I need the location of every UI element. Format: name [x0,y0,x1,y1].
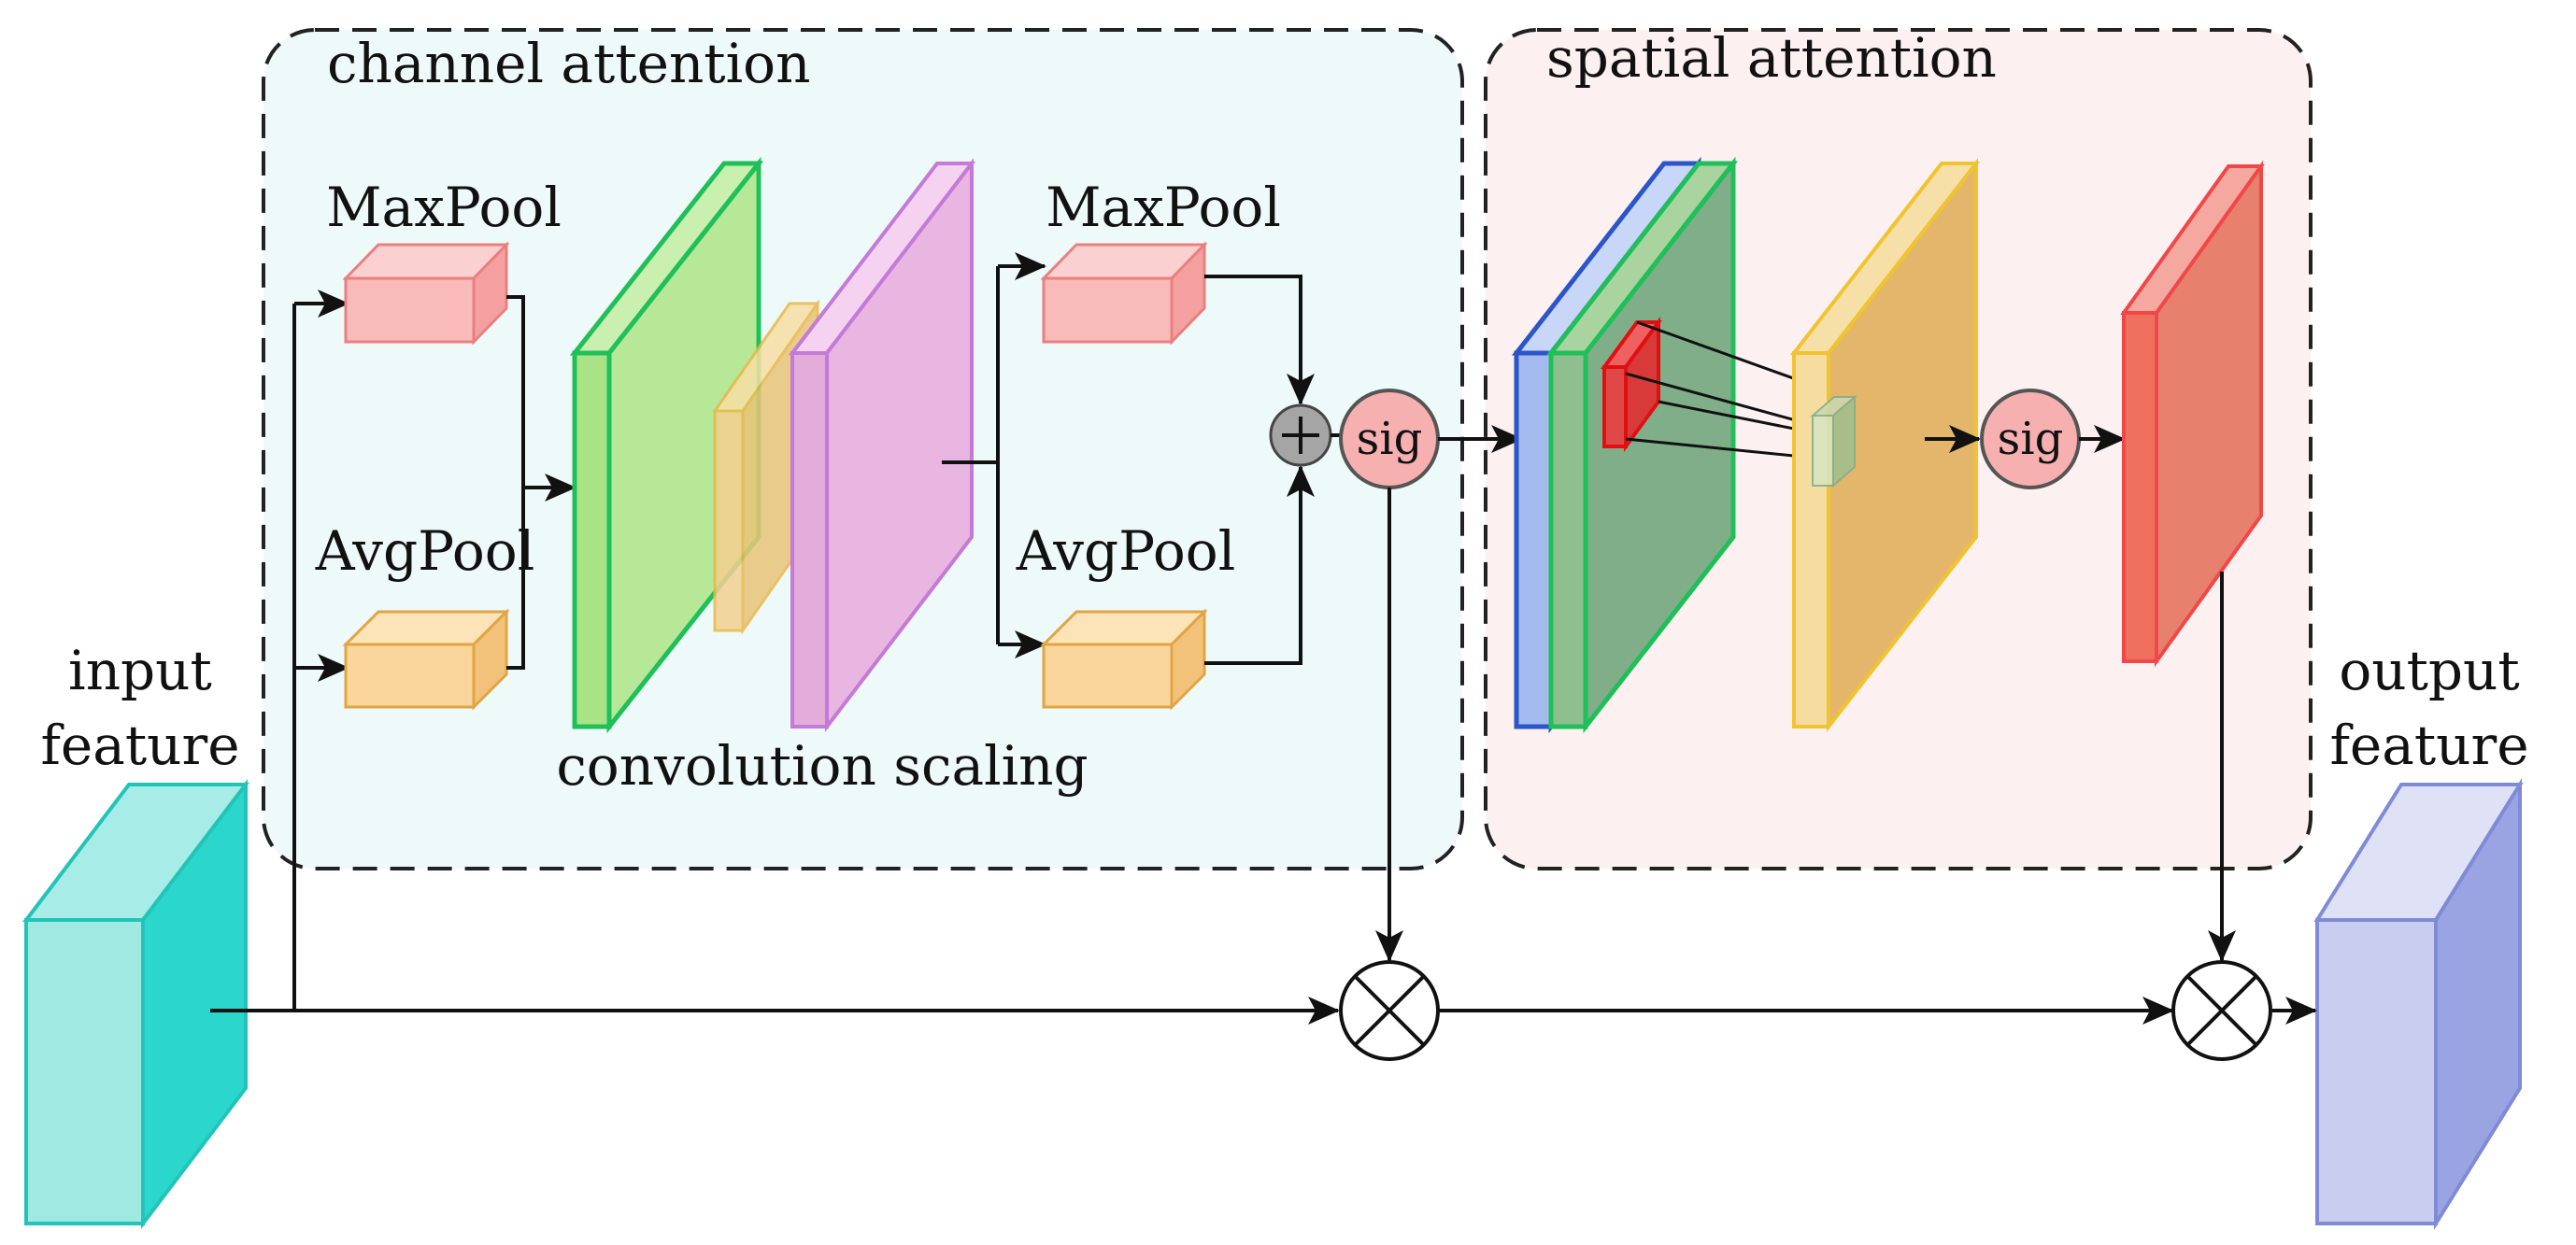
maxpool-2-block [1040,241,1208,346]
maxpool-1-block [342,241,510,346]
multiply-node-2-icon [2171,960,2272,1061]
plus-node-icon [1269,403,1332,467]
multiply-node-1-icon [1339,960,1440,1061]
avgpool-1-label: AvgPool [315,519,535,583]
avgpool-2-block [1040,608,1208,711]
sig-1-label: sig [1357,413,1423,465]
maxpool-2-label: MaxPool [1046,176,1281,239]
maxpool-1-label: MaxPool [326,176,562,239]
projection-line-3 [1625,437,1814,460]
input-feature-label-line2: feature [40,714,239,777]
channel-attention-title: channel attention [327,32,810,95]
convolution-scaling-label: convolution scaling [556,734,1088,798]
input-feature-label-line1: input [68,639,212,702]
spatial-red-layer [2120,160,2265,668]
spatial-green-layer [1545,156,1739,734]
avgpool-2-to-plus [1204,465,1315,665]
output-feature-block [2313,777,2524,1231]
output-feature-label-line2: feature [2329,714,2528,777]
avgpool-1-to-conv [506,488,525,670]
spatial-attention-title: spatial attention [1546,26,1997,90]
output-feature-label-line1: output [2339,639,2519,702]
maxpool-1-to-conv [506,295,525,488]
conv-purple-layer [788,158,976,732]
avgpool-1-block [342,608,510,711]
conv-green-layer [569,156,764,734]
projection-line-2 [1625,372,1814,427]
sig-2-label: sig [1998,413,2064,465]
avgpool-2-label: AvgPool [1016,519,1236,583]
spatial-target-cell [1810,394,1857,488]
input-feature-block [21,779,250,1229]
maxpool-2-to-plus [1204,275,1315,405]
